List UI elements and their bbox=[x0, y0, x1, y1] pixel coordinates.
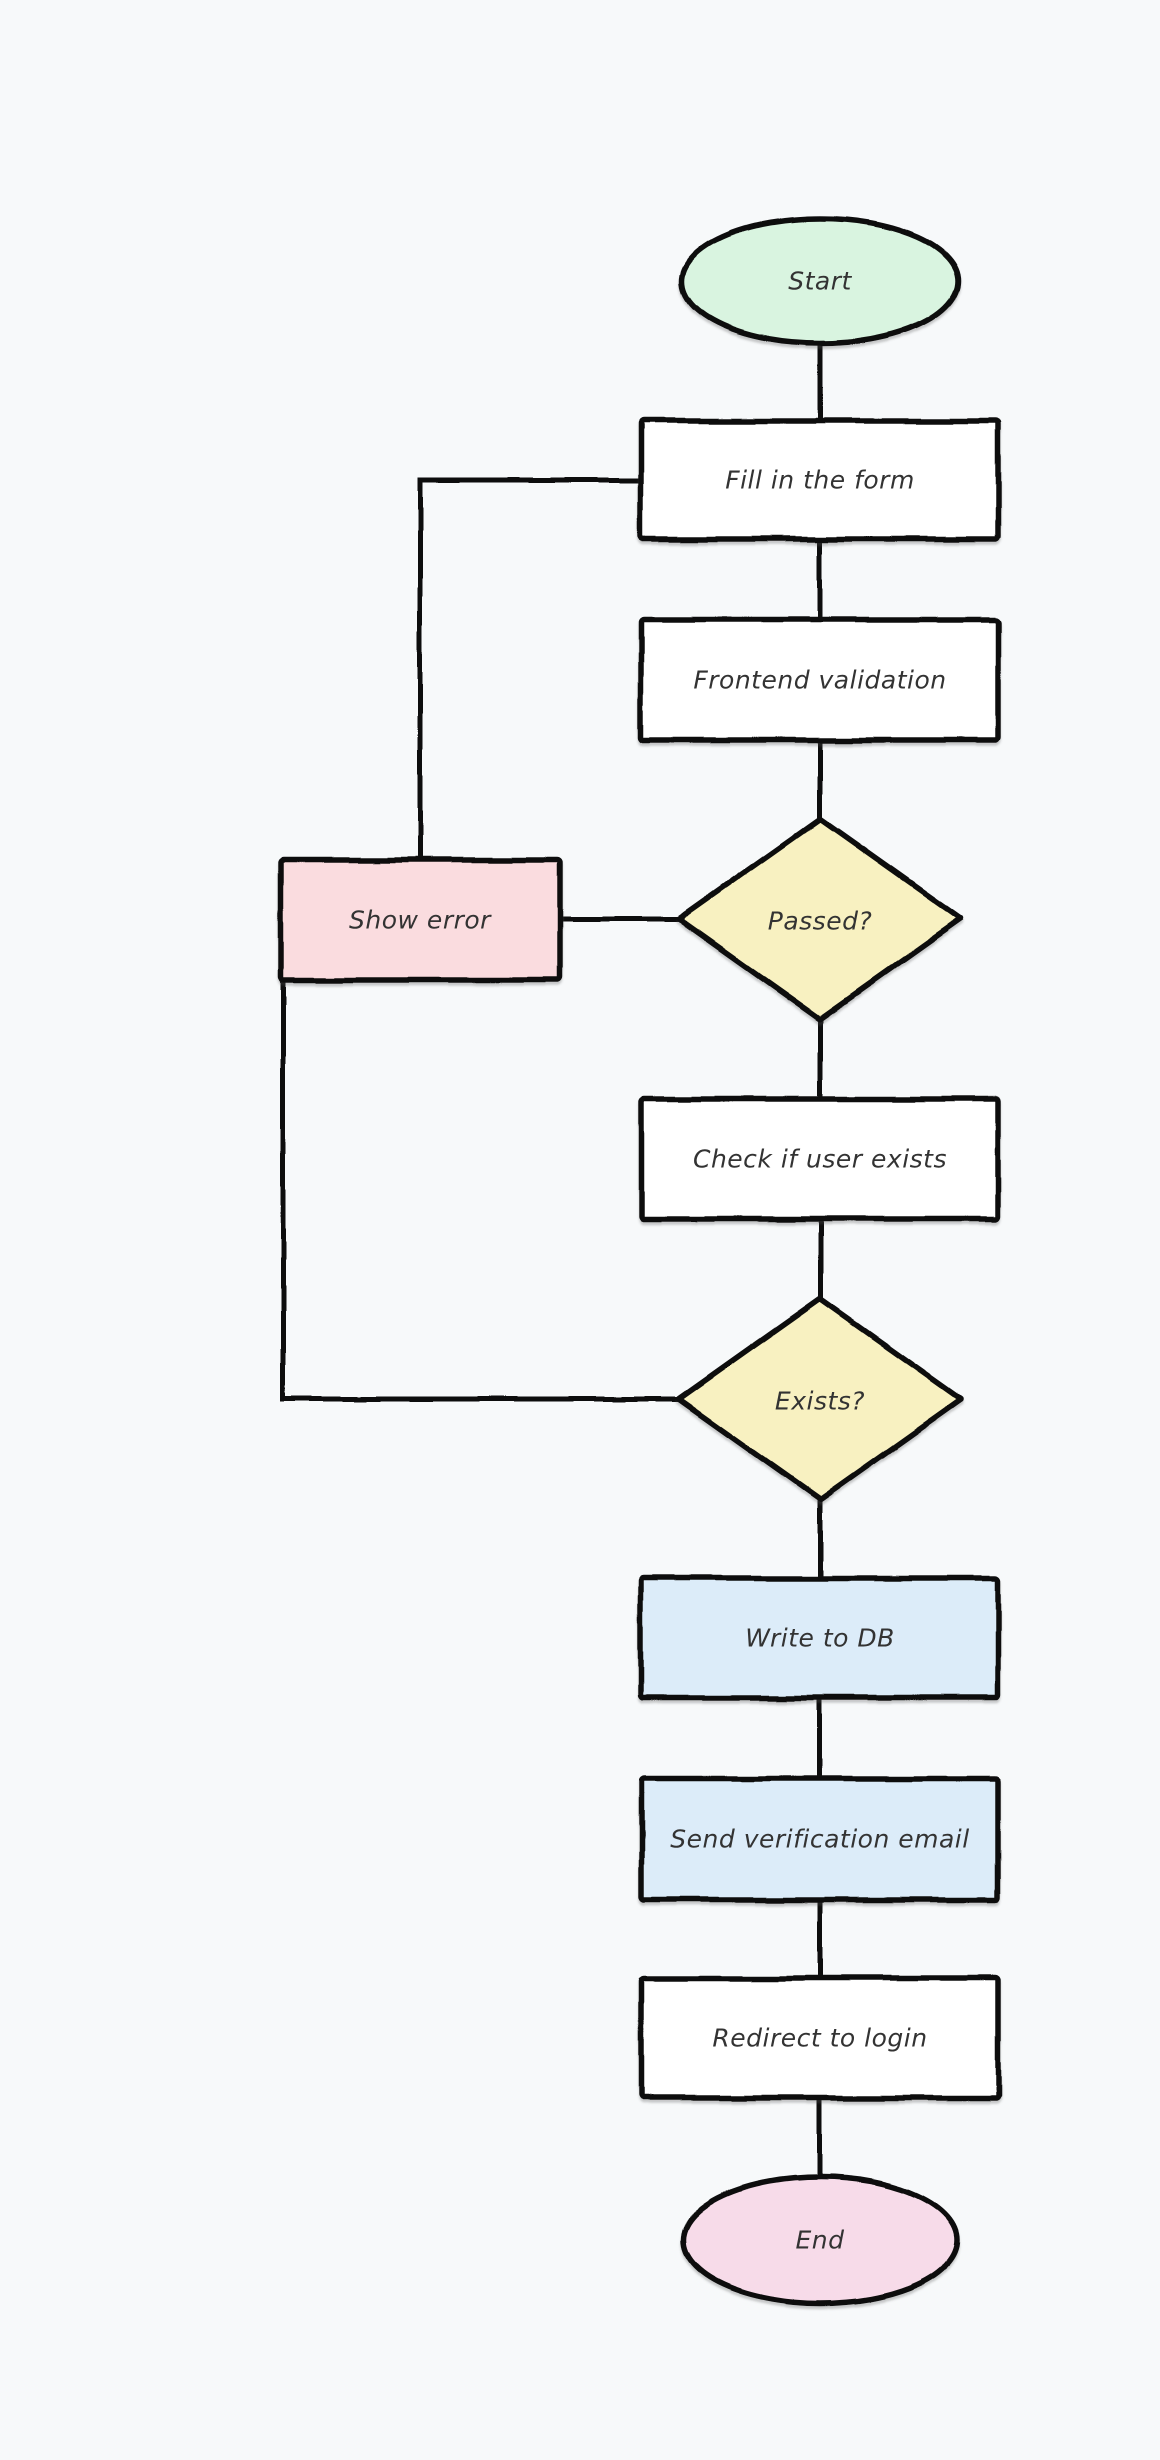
node-exists-label: Exists? bbox=[775, 1387, 865, 1416]
edge-layer bbox=[280, 340, 823, 2181]
node-send-email-shape bbox=[638, 1775, 1001, 1903]
node-show-error-shape bbox=[278, 857, 563, 983]
node-end-shape bbox=[680, 2174, 960, 2306]
node-passed-shape bbox=[676, 816, 964, 1022]
node-check-user-label: Check if user exists bbox=[693, 1145, 947, 1174]
node-fill-form-label: Fill in the form bbox=[725, 466, 915, 495]
node-check-user-shape bbox=[638, 1096, 1001, 1222]
node-redirect-login-label: Redirect to login bbox=[712, 2024, 927, 2053]
node-write-db-label: Write to DB bbox=[745, 1624, 895, 1653]
node-frontend-validation-shape bbox=[638, 617, 1001, 743]
node-show-error-label: Show error bbox=[349, 906, 492, 935]
node-send-email-label: Send verification email bbox=[670, 1825, 969, 1854]
edge-exists-to-show-error bbox=[280, 978, 682, 1402]
node-fill-form-shape bbox=[638, 418, 1001, 542]
node-layer bbox=[278, 216, 1001, 2306]
node-end-label: End bbox=[795, 2226, 844, 2255]
node-exists-shape bbox=[676, 1296, 964, 1502]
node-passed-label: Passed? bbox=[768, 907, 872, 936]
node-frontend-validation-label: Frontend validation bbox=[693, 666, 946, 695]
edge-show-error-to-fill-form bbox=[417, 477, 643, 864]
node-redirect-login-shape bbox=[638, 1975, 1001, 2101]
node-start-shape bbox=[679, 216, 961, 346]
node-start-label: Start bbox=[788, 267, 852, 296]
label-layer: Start Fill in the form Frontend validati… bbox=[349, 267, 969, 2255]
node-write-db-shape bbox=[638, 1575, 1001, 1701]
